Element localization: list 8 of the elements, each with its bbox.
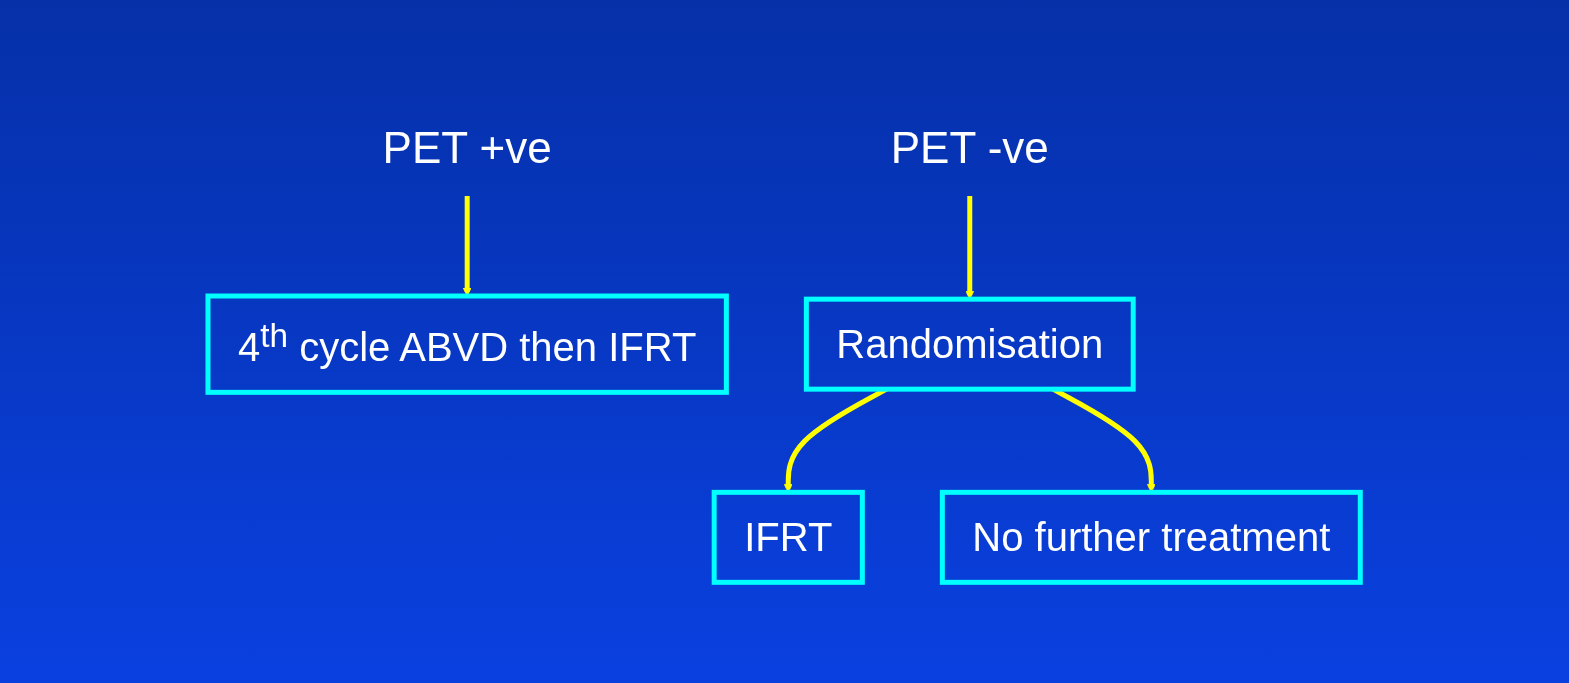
- node-box: IFRT: [712, 490, 866, 586]
- arrow: [463, 196, 472, 297]
- arrow: [965, 196, 975, 300]
- node-text: PET -ve: [891, 123, 1050, 173]
- node-box: 4$^{th}$ cycle ABVD then IFRT: [205, 293, 730, 396]
- node-box: Randomisation: [804, 297, 1137, 392]
- node-box: No further treatment: [940, 490, 1364, 586]
- node-text: PET +ve: [382, 123, 553, 173]
